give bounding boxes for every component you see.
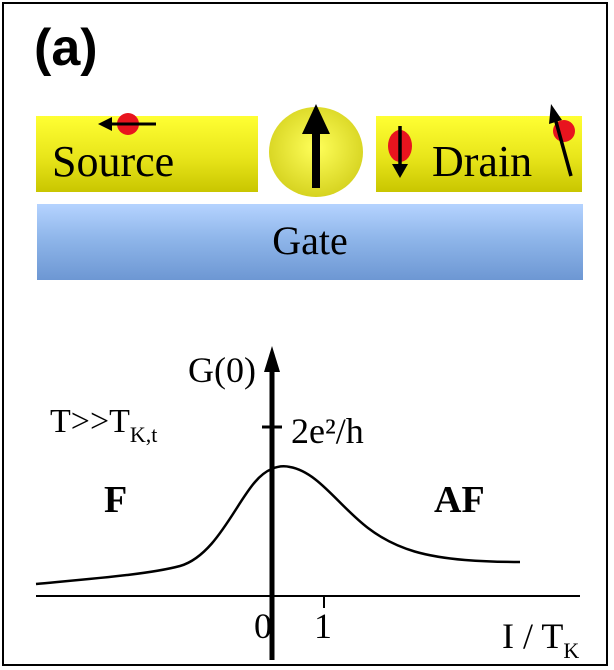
y-axis-arrow-icon [264, 346, 280, 372]
panel-label: (a) [34, 19, 98, 77]
ferromagnetic-region-label: F [104, 479, 127, 521]
x-axis-label: I / TK [502, 616, 579, 663]
drain-label: Drain [432, 137, 533, 186]
quantum-dot [269, 104, 363, 197]
antiferromagnetic-region-label: AF [434, 479, 485, 521]
source-lead [36, 116, 258, 192]
temperature-condition: T>>TK,t [50, 403, 157, 447]
conductance-curve [35, 465, 521, 586]
x-tick-1-label: 1 [314, 606, 332, 646]
gate-label: Gate [272, 218, 348, 263]
gate-electrode [37, 204, 583, 280]
plot-axes [36, 346, 580, 660]
drain-electron-tilted [549, 104, 575, 177]
y-tick-label: 2e²/h [291, 411, 364, 451]
source-label: Source [52, 137, 175, 186]
dot-spin-up-arrow [302, 104, 330, 134]
source-electron [98, 113, 156, 135]
y-axis-label: G(0) [188, 350, 256, 390]
x-tick-0-label: 0 [254, 606, 272, 646]
drain-electron-down [388, 126, 412, 178]
